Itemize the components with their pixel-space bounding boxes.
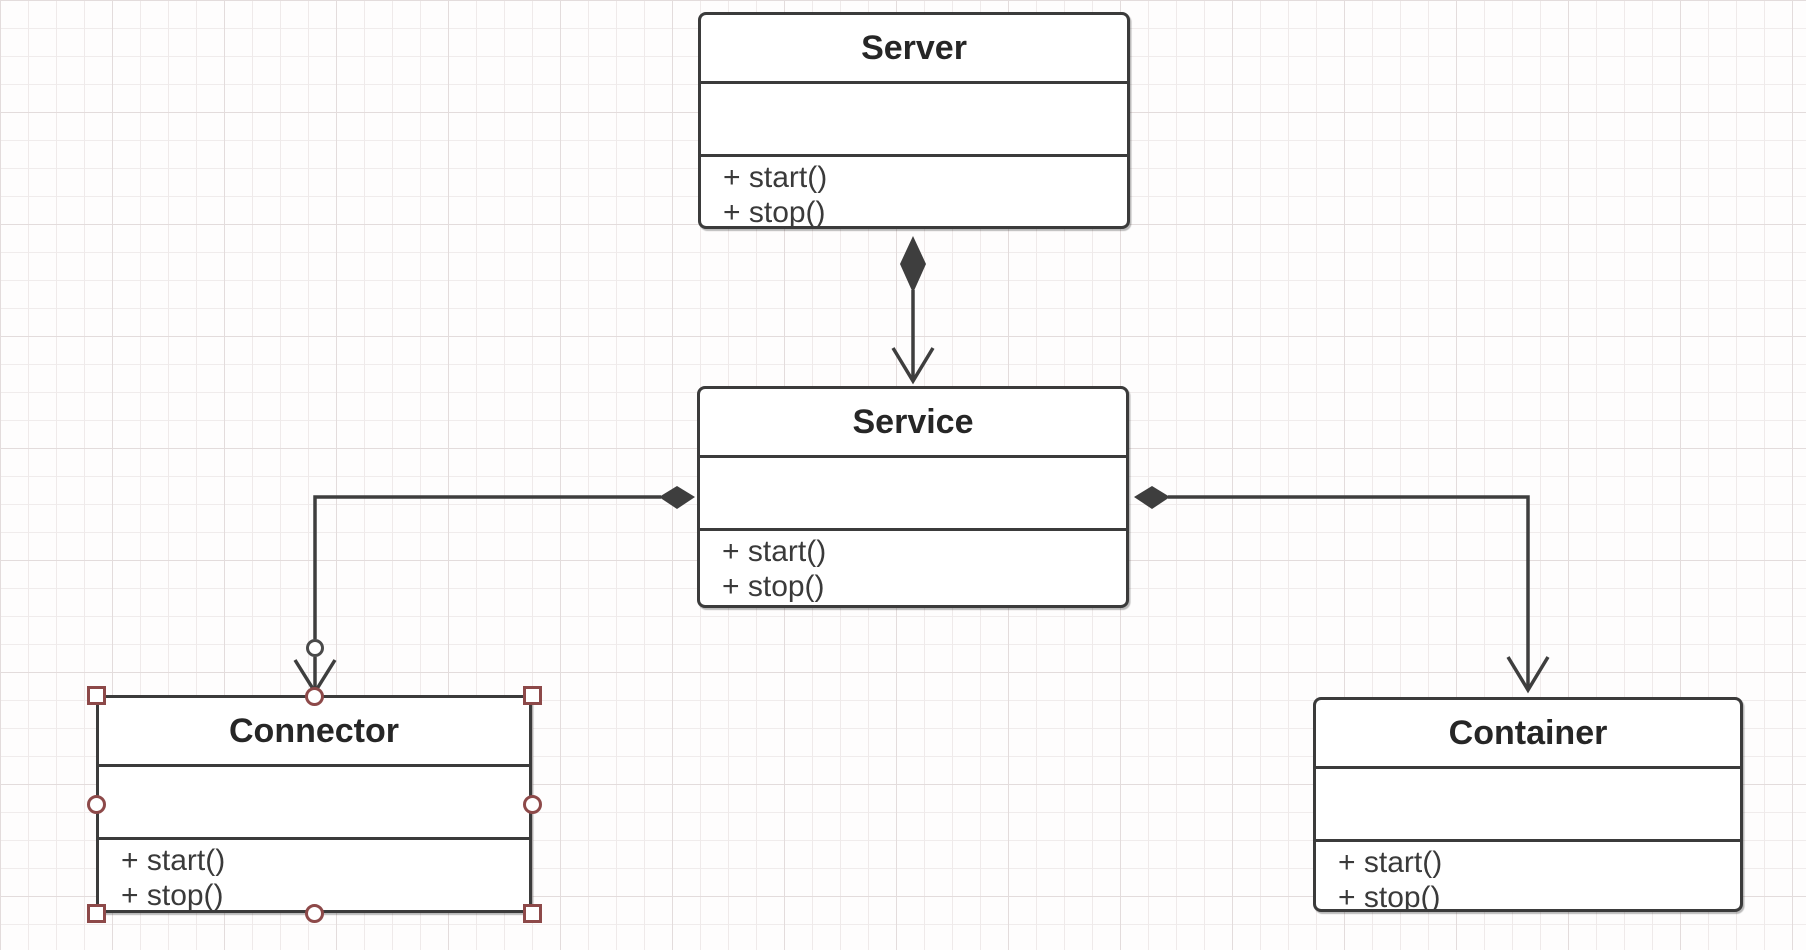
- attributes-compartment: [1316, 769, 1740, 842]
- composition-diamond-icon: [1134, 486, 1170, 509]
- selection-handle-mid-right[interactable]: [523, 795, 542, 814]
- method-line: + start(): [1338, 846, 1443, 879]
- methods-compartment: + start() + stop(): [700, 531, 1126, 605]
- method-line: + stop(): [722, 570, 825, 603]
- methods-compartment: + start() + stop(): [1316, 842, 1740, 909]
- method-line: + stop(): [723, 196, 826, 226]
- class-box-server[interactable]: Server + start() + stop(): [698, 12, 1130, 229]
- class-box-connector[interactable]: Connector + start() + stop(): [96, 695, 532, 913]
- composition-connector-server-service[interactable]: [891, 236, 935, 385]
- selection-handle-mid-bottom[interactable]: [305, 904, 324, 923]
- selection-handle-mid-top[interactable]: [305, 687, 324, 706]
- composition-diamond-icon: [900, 236, 926, 293]
- method-line: + stop(): [1338, 881, 1441, 909]
- class-title: Connector: [99, 698, 529, 767]
- attributes-compartment: [701, 84, 1127, 157]
- selection-handle-top-right[interactable]: [523, 686, 542, 705]
- method-line: + start(): [723, 161, 828, 194]
- attributes-compartment: [700, 458, 1126, 531]
- attributes-compartment: [99, 767, 529, 840]
- class-title: Server: [701, 15, 1127, 84]
- open-arrowhead-icon: [891, 347, 935, 385]
- methods-compartment: + start() + stop(): [99, 840, 529, 910]
- composition-diamond-icon: [659, 486, 695, 509]
- methods-compartment: + start() + stop(): [701, 157, 1127, 226]
- composition-connector-service-container[interactable]: [1134, 486, 1550, 694]
- selection-handle-bottom-left[interactable]: [87, 904, 106, 923]
- method-line: + start(): [121, 844, 226, 877]
- class-title: Service: [700, 389, 1126, 458]
- method-line: + start(): [722, 535, 827, 568]
- class-box-service[interactable]: Service + start() + stop(): [697, 386, 1129, 608]
- class-box-container[interactable]: Container + start() + stop(): [1313, 697, 1743, 912]
- method-line: + stop(): [121, 879, 224, 910]
- selection-handle-bottom-right[interactable]: [523, 904, 542, 923]
- composition-connector-service-connector[interactable]: [293, 486, 695, 696]
- selection-handle-mid-left[interactable]: [87, 795, 106, 814]
- class-title: Container: [1316, 700, 1740, 769]
- connector-endpoint-handle[interactable]: [306, 639, 324, 657]
- open-arrowhead-icon: [1506, 656, 1550, 694]
- selection-handle-top-left[interactable]: [87, 686, 106, 705]
